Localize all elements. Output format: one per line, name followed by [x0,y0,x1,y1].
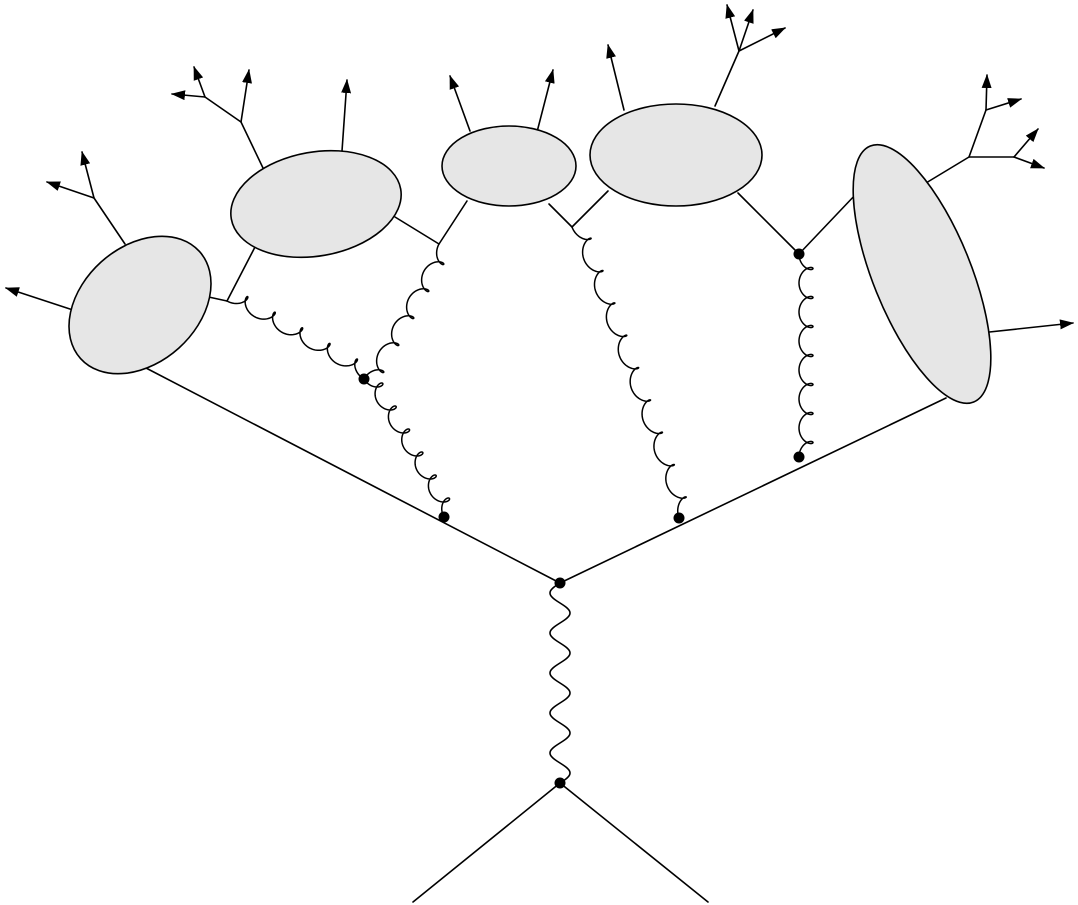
outgoing-arrow [738,9,754,52]
quark-to-blob5-line [798,192,858,255]
blob4-stub-left [571,190,609,228]
vertex [793,248,805,260]
incoming-lines [412,782,709,903]
quark-to-blob4-line [737,192,800,255]
outgoing-arrow [341,79,352,152]
blob3-stub-left [438,200,468,245]
blob-5 [852,143,992,405]
blob2-stub [226,246,256,302]
boson-wavy-line [549,582,571,784]
gluon-2 [363,243,445,380]
outgoing-arrow [606,44,625,111]
vertex [793,451,805,463]
parton-lines [145,190,947,584]
gluon-5 [798,253,814,458]
quark-line-left [145,367,561,584]
incoming-line-right [559,782,709,903]
outgoing-stalk [93,197,126,245]
outgoing-arrow [240,69,252,123]
outgoing-arrow [738,27,786,52]
outgoing-arrow [536,69,555,133]
outgoing-stalk [240,121,264,169]
gluon-3 [226,295,365,380]
vertex [554,577,566,589]
outgoing-arrow [985,98,1022,111]
vertex [673,512,685,524]
incoming-line-left [412,782,561,903]
blob-1 [68,235,212,375]
blob-4 [589,103,763,207]
outgoing-stalk [968,109,987,158]
outgoing-arrow [979,319,1074,334]
blob3-stub-right [548,203,573,228]
outgoing-arrow [449,75,471,132]
outgoing-stalk [714,50,740,107]
outgoing-stalk [204,96,242,123]
gluon-1 [363,378,451,518]
vertex [438,511,450,523]
gluon-lines [226,226,814,519]
vertices [358,248,805,789]
blob-2 [230,149,402,259]
outgoing-arrow [5,287,77,312]
blob2-to-blob3-line [394,216,440,245]
outgoing-arrow [171,90,206,101]
outgoing-stalk [920,156,970,187]
outgoing-arrow [1013,156,1045,169]
outgoing-arrow [725,4,740,52]
outgoing-arrow [80,151,95,199]
vertex [358,373,370,385]
hadronization-blobs [68,103,992,405]
outgoing-arrow [46,181,95,199]
outgoing-arrows [5,4,1074,334]
vertex [554,777,566,789]
quark-line-right [559,397,947,584]
gluon-4 [571,226,687,519]
outgoing-arrow [981,74,992,111]
blob-3 [441,125,577,207]
outgoing-arrow [193,66,206,98]
outgoing-arrow [1013,128,1039,158]
